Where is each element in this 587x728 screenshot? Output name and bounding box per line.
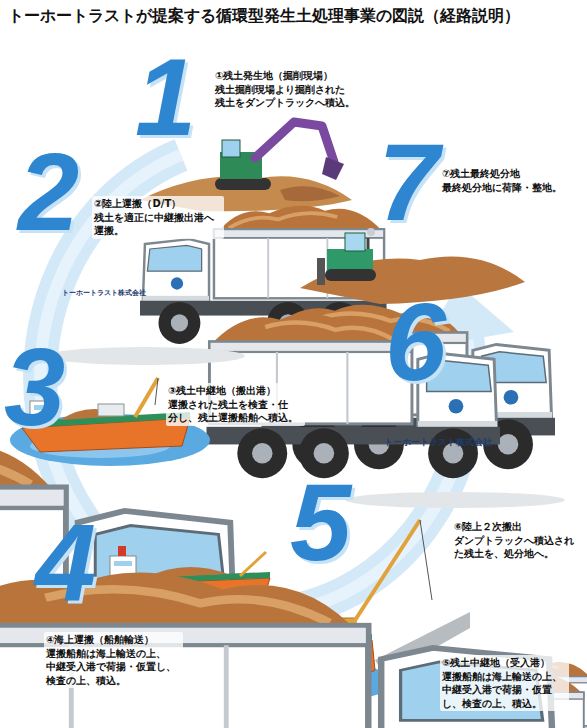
crane-boom	[350, 520, 420, 628]
crane-cable	[420, 520, 432, 600]
excavator-cab	[222, 140, 240, 157]
excavator-arm	[255, 122, 334, 162]
bulldozer-exhaust	[367, 238, 370, 249]
step-description: 運搬された残土を検査・仕 分し、残土運搬船舶へ積込。	[168, 398, 303, 425]
step-description: 運搬船舶は海上輸送の上、 中継受入港で荷揚・仮置し、 検査の上、積込。	[46, 647, 181, 688]
step-heading: ④海上運搬（船舶輸送）	[46, 633, 181, 647]
callout-number: 7	[378, 127, 439, 237]
crane-boom	[135, 378, 158, 417]
step-description: 最終処分地に荷降・整地。	[442, 181, 567, 195]
truck-company-name: トーホートラスト株式会社	[384, 438, 492, 447]
step-box: ⑤残土中継地（受入港）運搬船舶は海上輸送の上、 中継受入港で荷揚・仮置 し、検査…	[440, 655, 569, 711]
step-description: ダンプトラックへ積込され た残土を、処分地へ。	[454, 534, 577, 561]
step-description: 残土掘削現場より掘削された 残土をダンプトラックへ積込。	[215, 83, 360, 110]
excavator-bucket	[322, 157, 344, 180]
step-heading: ⑤残土中継地（受入港）	[442, 656, 567, 670]
step-heading: ②陸上運搬（D/T）	[94, 197, 222, 211]
bulldozer-body	[327, 249, 373, 271]
step-box: ④海上運搬（船舶輸送）運搬船舶は海上輸送の上、 中継受入港で荷揚・仮置し、 検査…	[44, 632, 183, 688]
step-heading: ⑦残土最終処分地	[442, 167, 567, 181]
ship-funnel	[118, 546, 126, 556]
callout-number: 1	[135, 42, 196, 152]
step-box: ⑥陸上２次搬出ダンプトラックへ積込され た残土を、処分地へ。	[452, 519, 579, 562]
step-description: 運搬船舶は海上輸送の上、 中継受入港で荷揚・仮置 し、検査の上、積込。	[442, 670, 567, 711]
step-description: 残土を適正に中継搬出港へ 運搬。	[94, 211, 222, 238]
truck-company-name: トーホートラスト株式会社	[62, 290, 146, 297]
callout-number: 2	[18, 137, 79, 247]
callout-number: 4	[35, 507, 96, 617]
truck-shadow	[45, 347, 245, 365]
crane-boom	[240, 552, 266, 576]
step-box: ③残土中継地（搬出港）運搬された残土を検査・仕 分し、残土運搬船舶へ積込。	[166, 383, 305, 426]
truck-shadow	[345, 492, 565, 508]
diagram-title: トーホートラストが提案する循環型発生土処理事業の図説（経路説明）	[8, 7, 520, 26]
ship-window	[114, 561, 132, 566]
bulldozer-blade	[317, 258, 325, 285]
step-box: ⑦残土最終処分地最終処分地に荷降・整地。	[440, 166, 569, 195]
cargo-truck	[98, 404, 124, 416]
step-box: ②陸上運搬（D/T）残土を適正に中継搬出港へ 運搬。	[92, 196, 224, 239]
step-heading: ①残土発生地（掘削現場）	[215, 69, 360, 83]
step-heading: ⑥陸上２次搬出	[454, 520, 577, 534]
callout-number: 5	[290, 467, 351, 577]
callout-number: 6	[385, 287, 446, 397]
bulldozer-track	[325, 269, 376, 281]
step-box: ①残土発生地（掘削現場）残土掘削現場より掘削された 残土をダンプトラックへ積込。	[213, 68, 362, 111]
excavator-track	[215, 178, 271, 190]
crane-cable	[155, 378, 158, 405]
exhaust-smoke	[367, 228, 375, 236]
bulldozer-cab	[345, 233, 365, 251]
dirt-mound	[280, 186, 340, 201]
step-heading: ③残土中継地（搬出港）	[168, 384, 303, 398]
callout-number: 3	[4, 332, 65, 442]
